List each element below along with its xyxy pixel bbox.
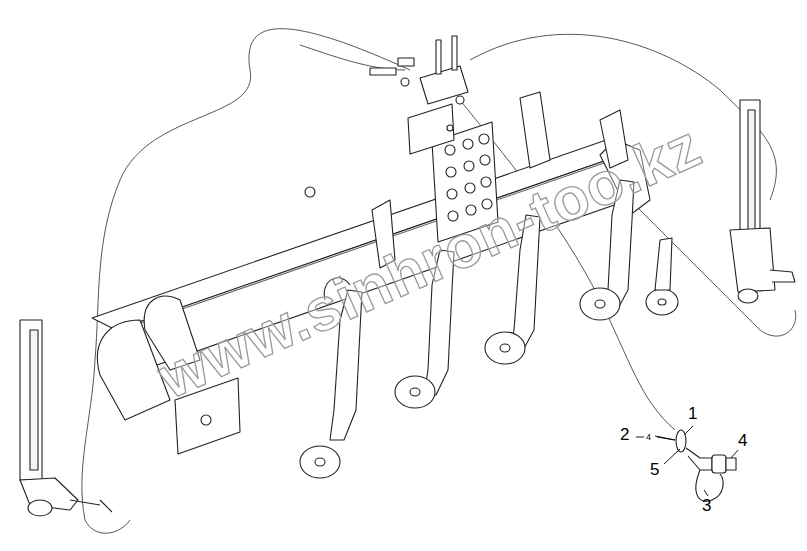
callout-number: 1 [688,405,697,422]
callout-number: 5 [650,461,659,478]
callout-number: 4 [738,432,747,449]
callout-number: 4 [646,433,651,442]
callout-number: 2 [620,426,629,443]
callout-number: 3 [702,497,711,514]
